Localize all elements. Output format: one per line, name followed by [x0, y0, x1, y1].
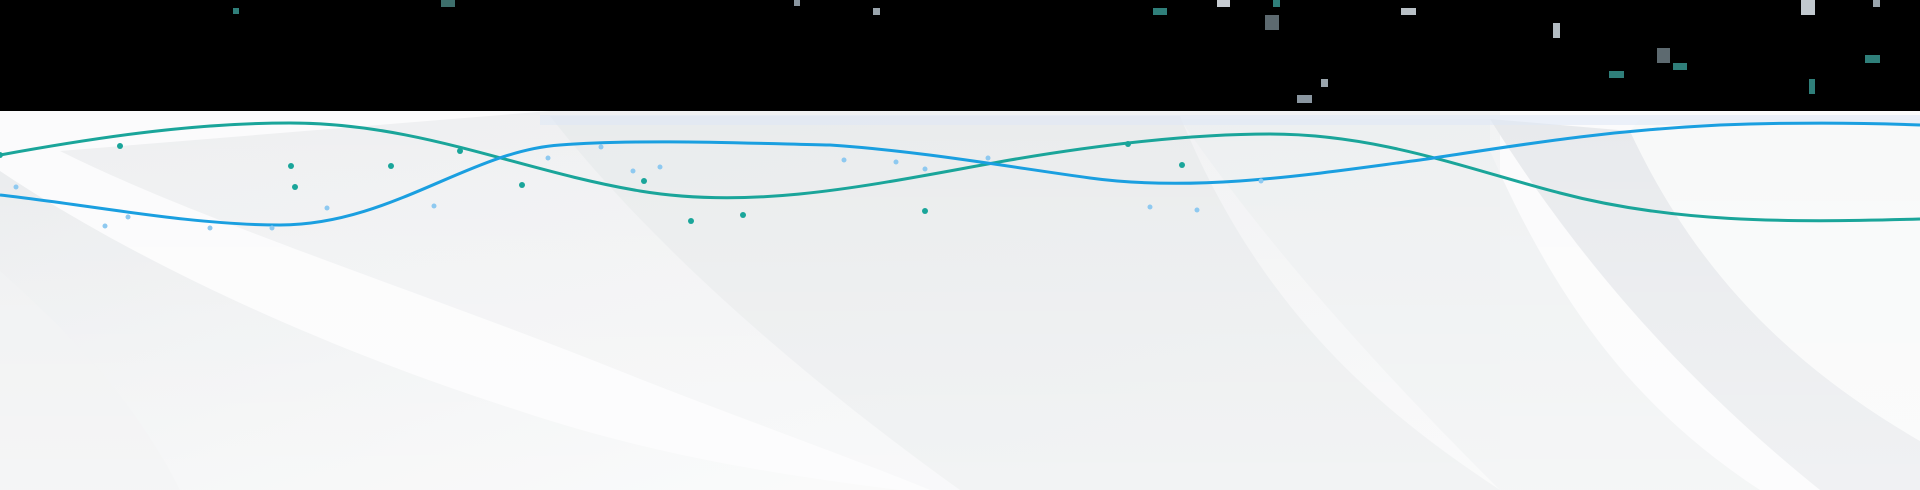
light-blue-dot — [657, 164, 663, 170]
light-blue-dot — [1258, 178, 1264, 184]
teal-dot — [641, 178, 647, 184]
noise-pixel — [1153, 8, 1167, 15]
light-blue-dot — [598, 144, 604, 150]
teal-dot — [519, 182, 525, 188]
light-blue-dot — [545, 155, 551, 161]
light-blue-dot — [431, 203, 437, 209]
light-blue-dot — [1194, 207, 1200, 213]
light-blue-dot — [1147, 204, 1153, 210]
noise-pixel — [1865, 55, 1880, 63]
light-blue-dot — [893, 159, 899, 165]
noise-pixel — [441, 0, 455, 7]
light-blue-dot — [841, 157, 847, 163]
teal-dot — [740, 212, 746, 218]
top-glow — [540, 115, 1920, 125]
light-blue-dot — [13, 184, 19, 190]
noise-pixel — [1273, 0, 1280, 7]
noise-pixel — [1809, 79, 1815, 94]
noise-pixel — [1553, 23, 1560, 38]
teal-dot — [457, 148, 463, 154]
teal-dot — [292, 184, 298, 190]
noise-pixel — [1801, 0, 1815, 15]
light-blue-dot — [102, 223, 108, 229]
noise-pixel — [1401, 8, 1416, 15]
noise-pixel — [1609, 71, 1624, 78]
light-blue-dot — [985, 155, 991, 161]
noise-pixel — [1657, 48, 1670, 63]
noise-pixel — [1217, 0, 1230, 7]
teal-dot — [1125, 141, 1131, 147]
teal-wave-line — [0, 121, 1920, 223]
noise-pixel — [794, 0, 800, 6]
black-top-band — [0, 0, 1920, 111]
teal-dot — [117, 143, 123, 149]
fade-overlay — [0, 111, 1920, 490]
light-blue-dot — [324, 205, 330, 211]
noise-pixel — [1673, 63, 1687, 70]
wave-illustration — [0, 111, 1920, 490]
noise-pixel — [1321, 79, 1328, 87]
teal-dot — [288, 163, 294, 169]
teal-dot — [1179, 162, 1185, 168]
noise-pixel — [1297, 95, 1312, 103]
light-blue-dot — [269, 225, 275, 231]
teal-dot — [0, 152, 3, 158]
noise-pixel — [233, 8, 239, 14]
noise-pixel — [1265, 15, 1279, 30]
blue-wave-line — [0, 121, 1920, 227]
teal-dot — [922, 208, 928, 214]
light-blue-dot — [207, 225, 213, 231]
teal-dot — [388, 163, 394, 169]
light-blue-dot — [630, 168, 636, 174]
teal-dot — [688, 218, 694, 224]
noise-pixel — [873, 8, 880, 15]
noise-pixel — [1873, 0, 1880, 7]
light-blue-dot — [125, 214, 131, 220]
wave-svg — [0, 111, 1920, 490]
light-blue-dot — [922, 166, 928, 172]
